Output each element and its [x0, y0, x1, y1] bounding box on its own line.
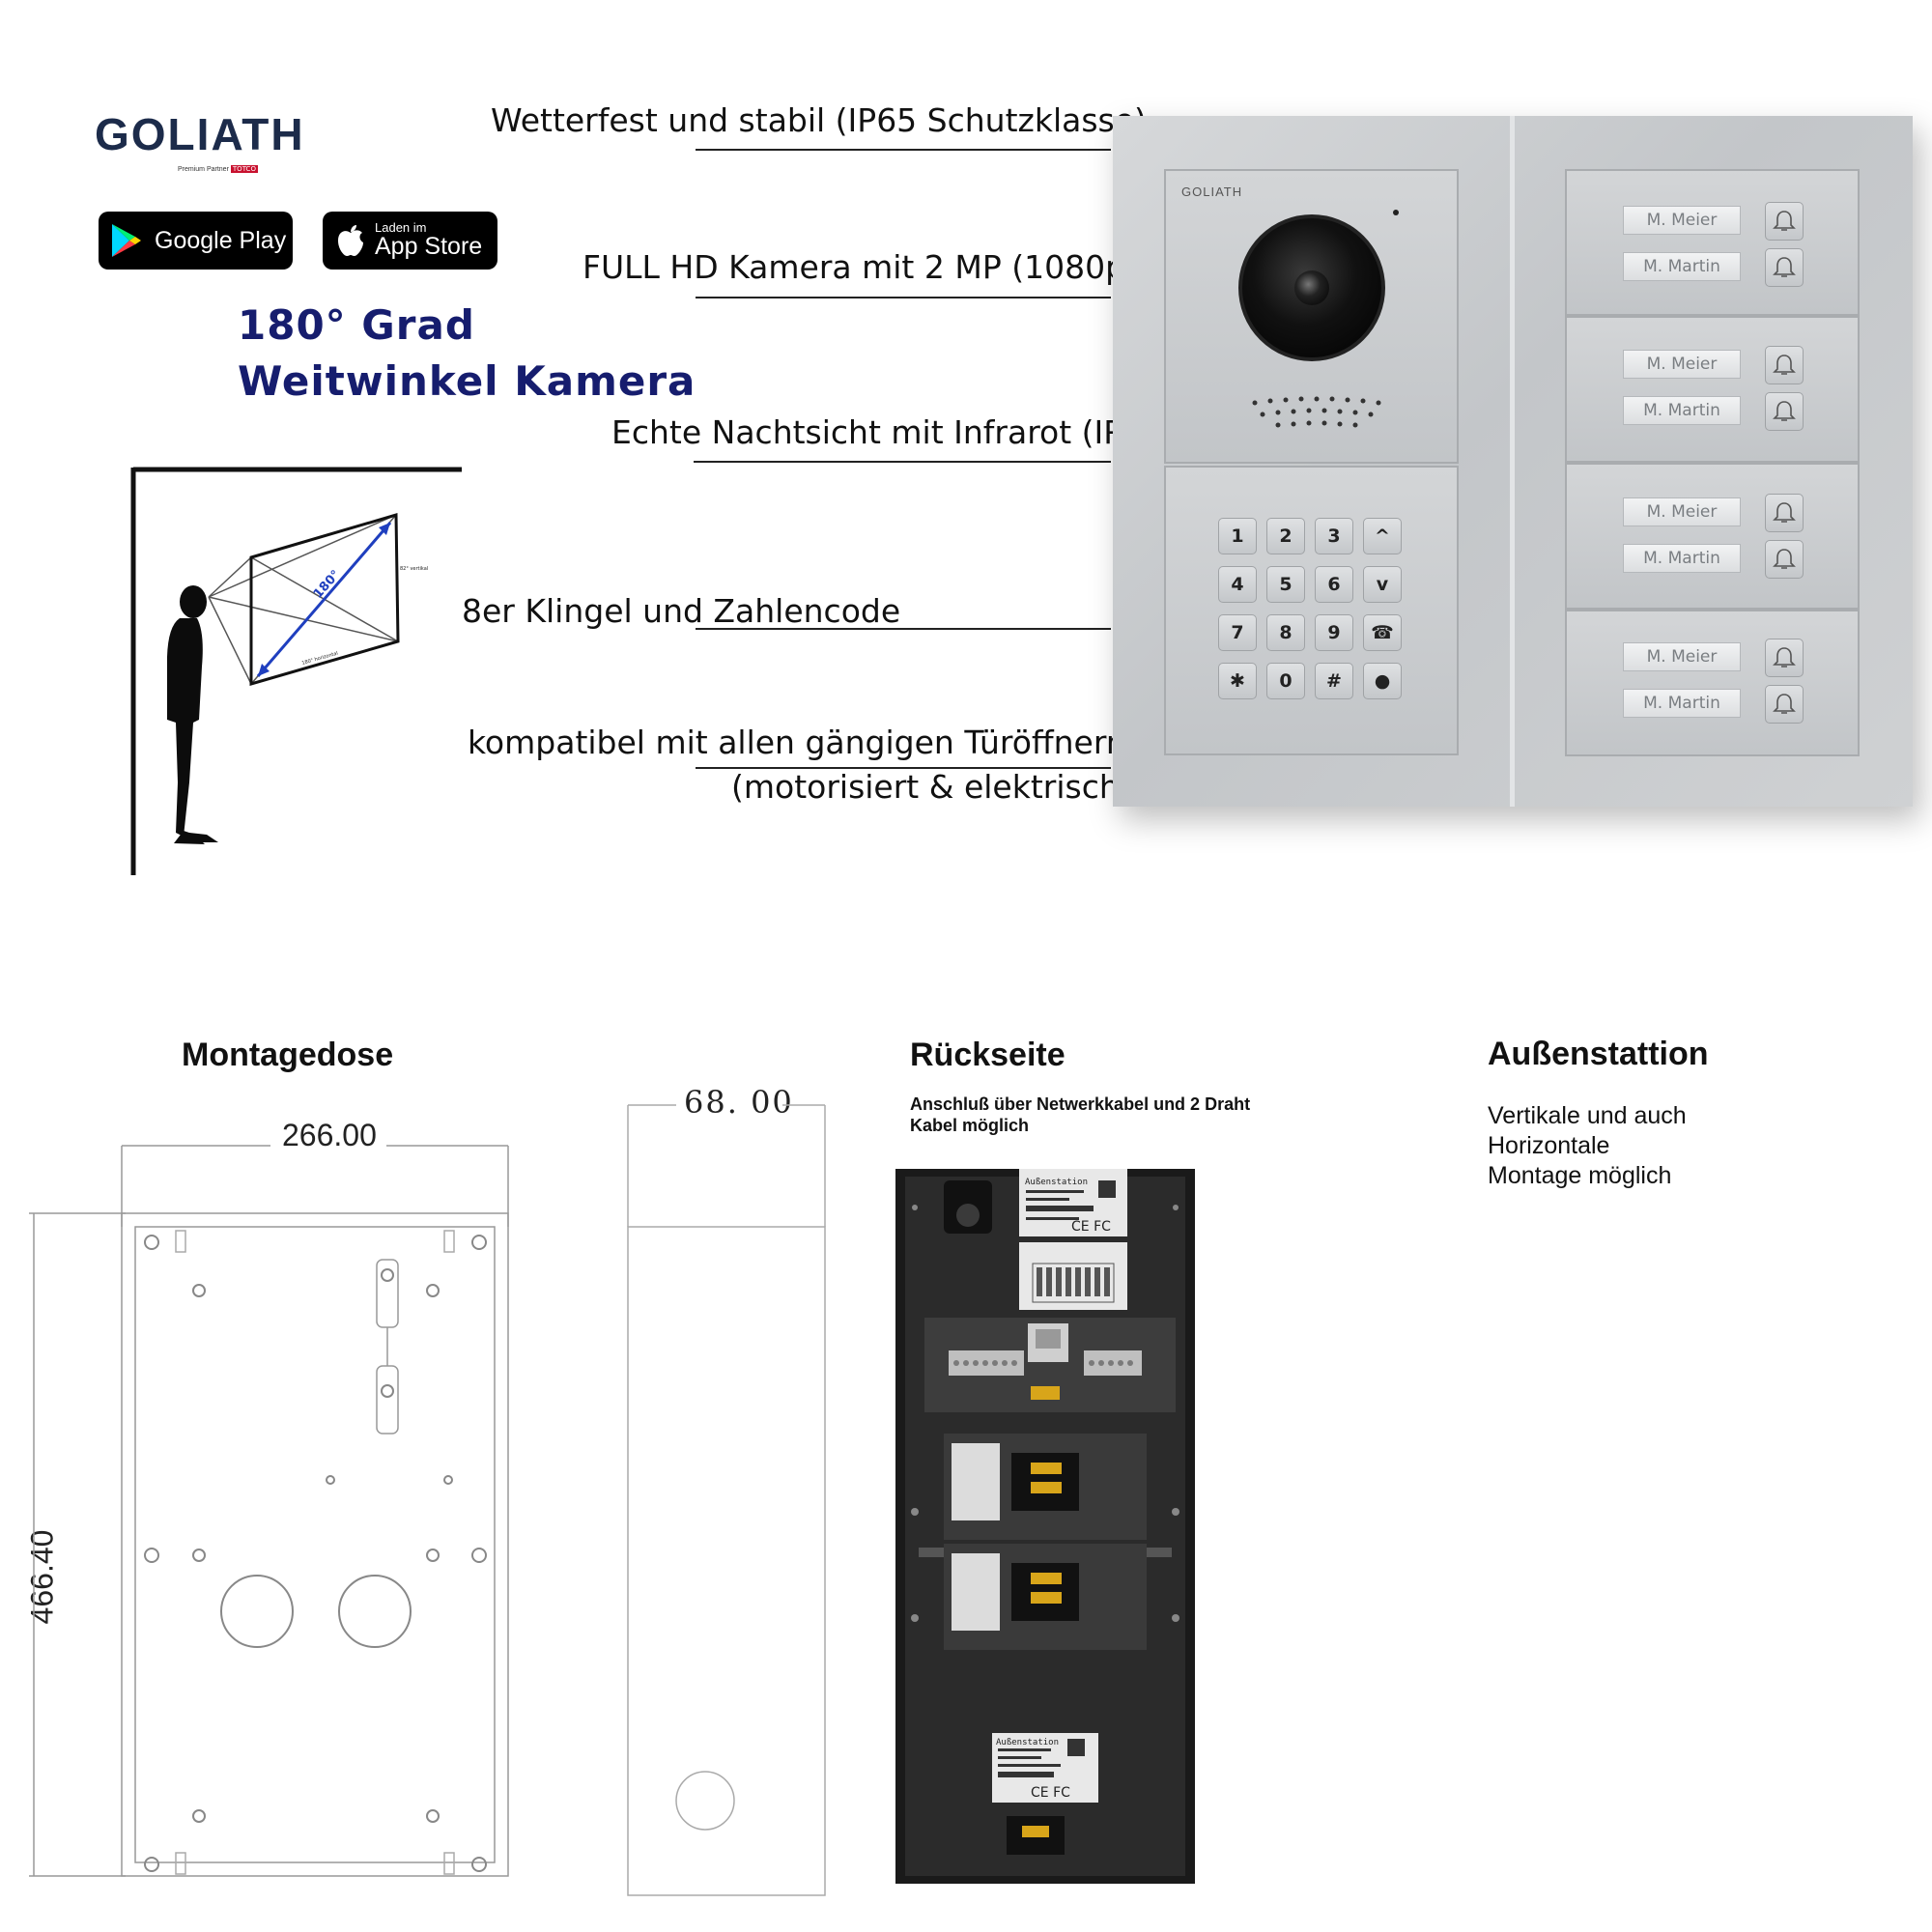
bell-button[interactable] — [1765, 202, 1804, 241]
key-2[interactable]: 2 — [1266, 518, 1305, 554]
google-play-icon — [112, 224, 141, 257]
bell-icon — [1773, 401, 1796, 421]
feature-compatible: kompatibel mit allen gängigen Türöffnern — [468, 724, 1126, 761]
feature-nightvision: Echte Nachtsicht mit Infrarot (IR) — [611, 413, 1139, 451]
rear-panel-photo: Außenstation CE FC Außenstation CE FC — [895, 1169, 1195, 1884]
wide-angle-diagram: 180° 82° vertikal 180° horizontal — [130, 467, 462, 875]
feature-compatible-sub: (motorisiert & elektrisch) — [731, 768, 1132, 806]
bell-icon — [1773, 549, 1796, 569]
key-up[interactable]: ^ — [1363, 518, 1402, 554]
keypad-grid: 1 2 3 ^ 4 5 6 v 7 8 9 ☎ ✱ 0 # ● — [1218, 518, 1421, 699]
google-play-label: Google Play — [155, 226, 287, 254]
feature-camera: FULL HD Kamera mit 2 MP (1080p) — [582, 248, 1138, 286]
bell-module-2 — [1565, 316, 1860, 463]
bell-icon — [1773, 211, 1796, 231]
key-hash[interactable]: # — [1315, 663, 1353, 699]
app-store-button[interactable]: Laden im App Store — [323, 212, 497, 270]
bell-button[interactable] — [1765, 248, 1804, 287]
app-store-small: Laden im — [375, 220, 427, 235]
bell-icon — [1773, 502, 1796, 523]
keypad-module: 1 2 3 ^ 4 5 6 v 7 8 9 ☎ ✱ 0 # ● — [1164, 466, 1459, 755]
key-4[interactable]: 4 — [1218, 566, 1257, 603]
key-8[interactable]: 8 — [1266, 614, 1305, 651]
key-call[interactable]: ☎ — [1363, 614, 1402, 651]
name-tag: M. Martin — [1623, 689, 1741, 718]
diagonal-arrow — [256, 522, 392, 677]
feature-rule-4 — [696, 628, 1111, 630]
aussen-title: Außenstattion — [1488, 1036, 1709, 1072]
bell-module-4 — [1565, 610, 1860, 756]
name-tag: M. Meier — [1623, 350, 1741, 379]
logo-badge: TOTCO — [230, 165, 258, 173]
key-1[interactable]: 1 — [1218, 518, 1257, 554]
logo-sub-text: Premium Partner — [178, 166, 229, 173]
name-tag: M. Meier — [1623, 642, 1741, 671]
name-tag: M. Martin — [1623, 396, 1741, 425]
bell-module-3 — [1565, 463, 1860, 610]
svg-text:CE FC: CE FC — [1071, 1219, 1111, 1235]
headline-line2: Weitwinkel Kamera — [238, 357, 696, 405]
key-star[interactable]: ✱ — [1218, 663, 1257, 699]
key-5[interactable]: 5 — [1266, 566, 1305, 603]
side-view-drawing — [627, 1104, 826, 1896]
vertical-label: 82° vertikal — [400, 566, 428, 572]
svg-text:CE FC: CE FC — [1031, 1785, 1070, 1801]
key-0[interactable]: 0 — [1266, 663, 1305, 699]
panel-divider — [1510, 116, 1515, 807]
rueckseite-title: Rückseite — [910, 1037, 1065, 1073]
google-play-button[interactable]: Google Play — [99, 212, 293, 270]
apple-icon — [338, 225, 363, 256]
key-down[interactable]: v — [1363, 566, 1402, 603]
aussen-text-2: Horizontale — [1488, 1132, 1610, 1159]
bell-icon — [1773, 355, 1796, 375]
bell-button[interactable] — [1765, 346, 1804, 384]
rueckseite-caption: Anschluß über Netwerkkabel und 2 Draht K… — [910, 1094, 1251, 1135]
bell-button[interactable] — [1765, 494, 1804, 532]
feature-rule-1 — [696, 149, 1111, 151]
feature-rule-2 — [696, 297, 1111, 298]
top-label-text: Außenstation — [1025, 1178, 1088, 1187]
bell-button[interactable] — [1765, 639, 1804, 677]
depth-dimension: 68. 00 — [678, 1084, 800, 1121]
logo-wordmark: GOLIATH — [95, 109, 305, 159]
feature-rule-3 — [694, 461, 1111, 463]
key-3[interactable]: 3 — [1315, 518, 1353, 554]
bell-button[interactable] — [1765, 685, 1804, 724]
key-9[interactable]: 9 — [1315, 614, 1353, 651]
feature-keypad: 8er Klingel und Zahlencode — [462, 592, 901, 630]
rear-panel-illustration: Außenstation CE FC Außenstation CE FC — [905, 1169, 1185, 1876]
name-tag: M. Meier — [1623, 497, 1741, 526]
montage-title: Montagedose — [182, 1037, 394, 1073]
name-tag: M. Martin — [1623, 252, 1741, 281]
aussen-text-3: Montage möglich — [1488, 1162, 1672, 1189]
ir-sensor — [1393, 210, 1399, 215]
person-silhouette — [167, 585, 218, 844]
bell-icon — [1773, 647, 1796, 668]
feature-weatherproof: Wetterfest und stabil (IP65 Schutzklasse… — [491, 101, 1147, 139]
camera-lens — [1238, 214, 1385, 361]
width-dimension: 266.00 — [278, 1118, 381, 1153]
name-tag: M. Meier — [1623, 206, 1741, 235]
bell-icon — [1773, 694, 1796, 714]
bell-icon — [1773, 257, 1796, 277]
aussen-text-1: Vertikale und auch — [1488, 1102, 1687, 1129]
key-6[interactable]: 6 — [1315, 566, 1353, 603]
mounting-box-drawing — [29, 1145, 509, 1877]
key-contact[interactable]: ● — [1363, 663, 1402, 699]
headline-line1: 180° Grad — [238, 301, 475, 349]
name-tag: M. Martin — [1623, 544, 1741, 573]
bell-button[interactable] — [1765, 540, 1804, 579]
panel-brand: GOLIATH — [1181, 185, 1243, 199]
app-store-label: App Store — [375, 233, 483, 260]
camera-module: GOLIATH — [1164, 169, 1459, 464]
speaker-grille — [1252, 396, 1381, 428]
feature-rule-5 — [696, 767, 1111, 769]
bottom-label-text: Außenstation — [996, 1738, 1059, 1747]
bell-button[interactable] — [1765, 392, 1804, 431]
bell-module-1 — [1565, 169, 1860, 316]
key-7[interactable]: 7 — [1218, 614, 1257, 651]
